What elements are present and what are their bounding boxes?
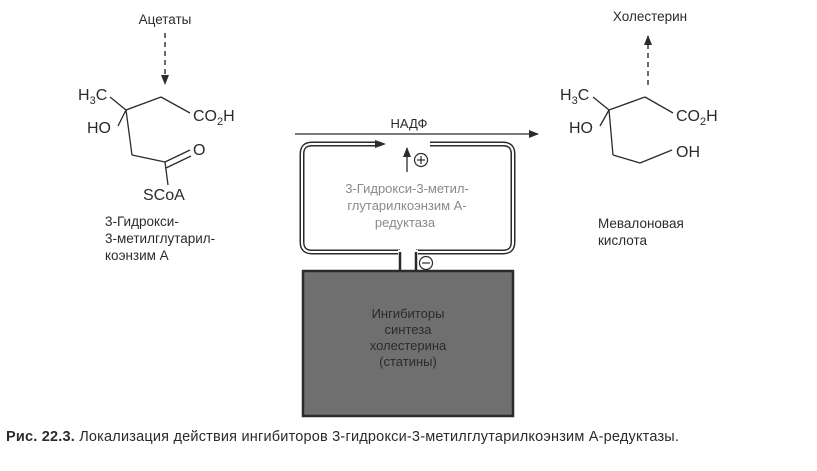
cofactor-label: НАДФ — [391, 116, 428, 131]
product-label: Холестерин — [613, 9, 687, 24]
terminal-hydroxyl-label: OH — [676, 144, 700, 161]
left-molecule: Ацетаты H3C HO CO2H O SCoA 3-Гидрокси- 3… — [78, 12, 235, 263]
inhibitor-line-4: (статины) — [379, 354, 437, 369]
right-molecule: Холестерин H3C HO CO2H OH Мевалоновая ки… — [560, 9, 718, 248]
left-molecule-name-line-2: 3-метилглутарил- — [105, 231, 215, 246]
figure-caption-text: Локализация действия ингибиторов 3-гидро… — [79, 429, 680, 445]
enzyme-name-line-1: 3-Гидрокси-3-метил- — [345, 181, 469, 196]
inhibitor-connector — [398, 250, 434, 272]
inhibitor-box: Ингибиторы синтеза холестерина (статины) — [301, 269, 515, 418]
carbonyl-oxygen-label: O — [193, 142, 205, 159]
carboxyl-label: CO2H — [193, 108, 235, 128]
inhibitor-line-2: синтеза — [385, 322, 433, 337]
inhibitor-line-1: Ингибиторы — [372, 306, 445, 321]
left-molecule-name-line-3: коэнзим А — [105, 248, 169, 263]
methyl-group-label: H3C — [560, 87, 589, 107]
left-molecule-name-line-1: 3-Гидрокси- — [105, 214, 179, 229]
diagram-canvas: Ацетаты H3C HO CO2H O SCoA 3-Гидрокси- 3… — [78, 9, 718, 418]
precursor-label: Ацетаты — [139, 12, 192, 27]
left-molecule-bonds — [109, 96, 192, 186]
enzyme-name-line-3: редуктаза — [375, 215, 436, 230]
hydroxyl-label: HO — [87, 120, 111, 137]
figure-caption-label: Рис. 22.3. — [6, 429, 75, 445]
enzyme-loop-arrowhead — [375, 140, 386, 148]
scoa-label: SCoA — [143, 187, 185, 204]
carboxyl-label: CO2H — [676, 108, 718, 128]
hydroxyl-label: HO — [569, 120, 593, 137]
inhibitor-box-fill — [301, 269, 515, 418]
inhibitor-line-3: холестерина — [370, 338, 447, 353]
right-molecule-name-line-2: кислота — [598, 233, 647, 248]
methyl-group-label: H3C — [78, 87, 107, 107]
right-molecule-name-line-1: Мевалоновая — [598, 216, 684, 231]
right-molecule-bonds — [592, 96, 674, 164]
figure-caption: Рис. 22.3. Локализация действия ингибито… — [6, 428, 811, 447]
enzyme-loop: 3-Гидрокси-3-метил- глутарилкоэнзим А- р… — [299, 140, 516, 255]
reaction-arrow: НАДФ — [295, 116, 539, 138]
enzyme-name-line-2: глутарилкоэнзим А- — [347, 198, 466, 213]
